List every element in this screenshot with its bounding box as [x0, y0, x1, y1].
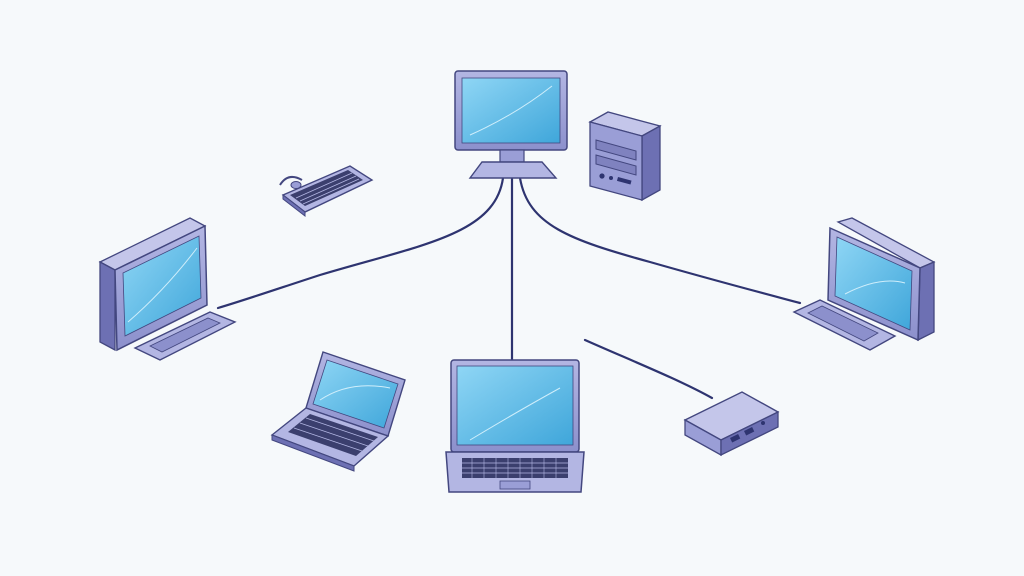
laptop-center	[445, 359, 585, 493]
server-tower	[588, 111, 662, 202]
left-monitor	[98, 217, 237, 361]
router	[683, 391, 780, 457]
cable-central-to-right-monitor	[518, 176, 802, 305]
cable-to-router	[583, 338, 714, 400]
central-monitor	[454, 70, 568, 179]
cables	[216, 176, 802, 400]
keyboard	[279, 165, 374, 218]
right-monitor	[792, 217, 936, 351]
cable-central-to-left-monitor	[216, 176, 505, 310]
laptop-small	[270, 351, 406, 472]
